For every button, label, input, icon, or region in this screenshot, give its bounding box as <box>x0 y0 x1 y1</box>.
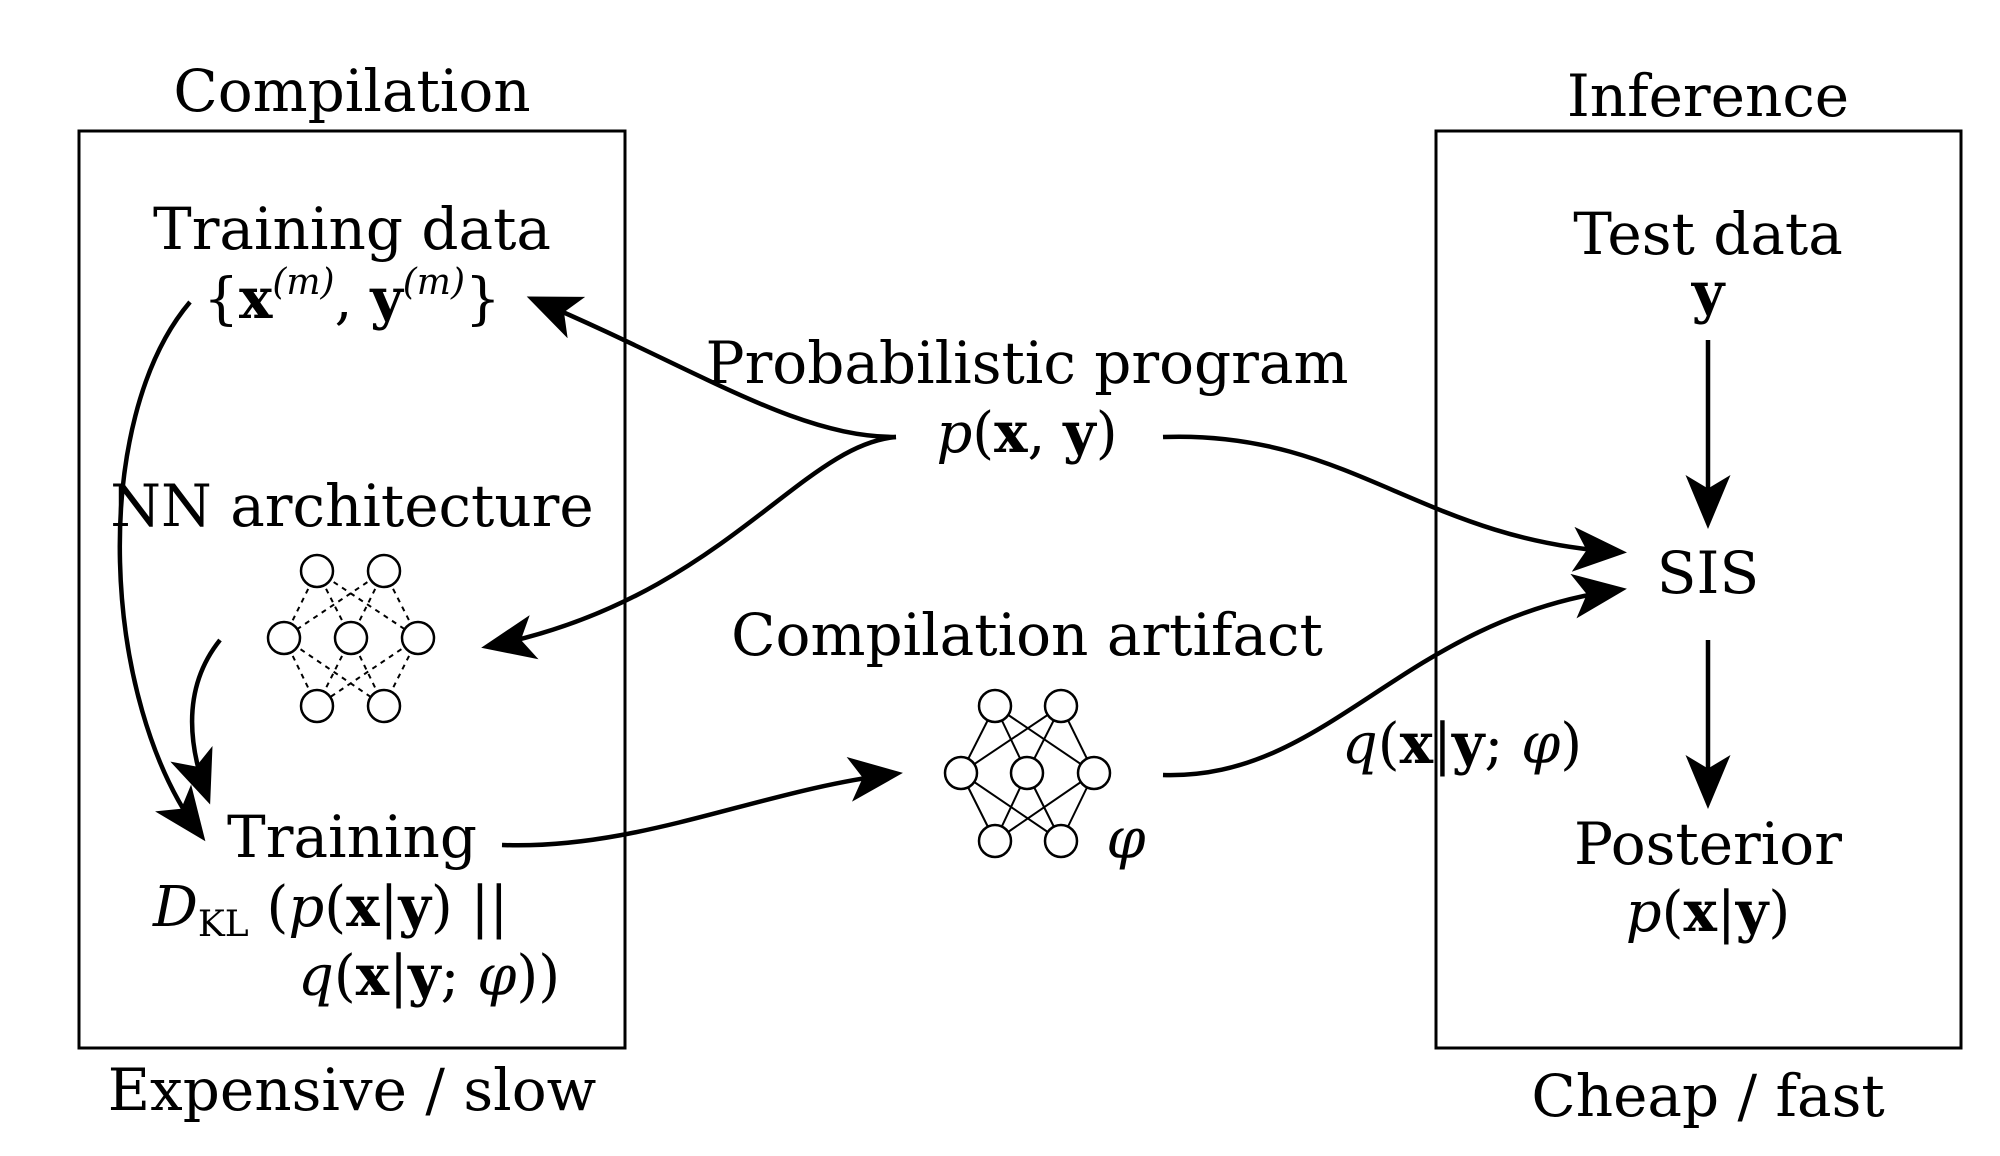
inference-panel <box>1434 129 1963 1050</box>
sis-label: SIS <box>1657 539 1759 607</box>
svg-text:q(x|y; φ): q(x|y; φ) <box>1342 711 1582 777</box>
compilation-artifact-network-icon <box>943 688 1112 859</box>
compilation-panel <box>77 129 627 1050</box>
training-data-formula: {x(m), y(m)} <box>203 262 500 332</box>
arrow-nn-architecture-to-training <box>170 638 222 805</box>
svg-text:q(x|y; φ)): q(x|y; φ)) <box>298 943 560 1009</box>
compilation-artifact-label: Compilation artifact <box>731 601 1323 669</box>
svg-text:p(x|y): p(x|y) <box>1626 879 1790 945</box>
svg-text:{x(m), y(m)}: {x(m), y(m)} <box>203 262 500 332</box>
arrow-artifact-to-sis <box>1162 573 1627 778</box>
arrow-program-to-sis <box>1162 434 1627 572</box>
artifact-phi: φ <box>1106 807 1145 872</box>
test-data-y: y <box>1691 260 1726 326</box>
nn-architecture-icon <box>266 553 436 724</box>
training-objective: DKL (p(x|y) || q(x|y; φ)) <box>152 874 560 1009</box>
inference-heading: Inference <box>1567 62 1849 130</box>
posterior-formula: p(x|y) <box>1626 879 1790 945</box>
inference-footer: Cheap / fast <box>1531 1062 1884 1130</box>
probabilistic-program-formula: p(x, y) <box>936 400 1117 466</box>
test-data-label: Test data <box>1573 200 1843 268</box>
posterior-label: Posterior <box>1574 810 1842 878</box>
compilation-heading: Compilation <box>173 57 530 125</box>
compilation-footer: Expensive / slow <box>108 1056 597 1124</box>
arrow-program-to-training-data <box>526 296 897 440</box>
training-label: Training <box>227 803 477 871</box>
proposal-formula: q(x|y; φ) <box>1342 711 1582 777</box>
svg-text:p(x, y): p(x, y) <box>936 400 1117 466</box>
arrow-program-to-nn-architecture <box>481 434 897 660</box>
svg-text:DKL (p(x|y) ||: DKL (p(x|y) || <box>152 874 508 945</box>
arrow-training-to-artifact <box>501 757 903 848</box>
training-data-label: Training data <box>153 195 551 263</box>
nn-architecture-label: NN architecture <box>110 472 593 540</box>
probabilistic-program-label: Probabilistic program <box>706 329 1349 397</box>
arrow-training-data-to-training <box>117 300 206 842</box>
